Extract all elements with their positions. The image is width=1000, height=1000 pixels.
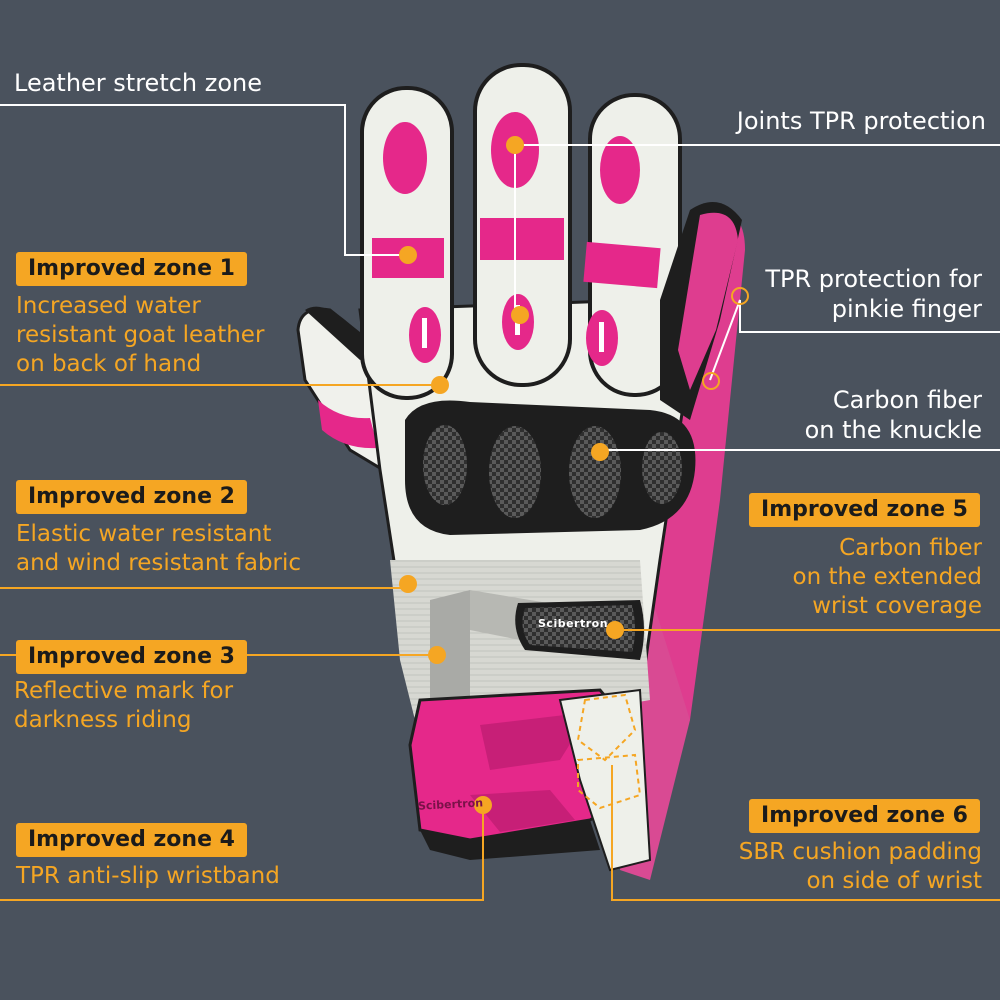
zone-4-description: TPR anti-slip wristband bbox=[16, 862, 280, 891]
zone-3-line-2: darkness riding bbox=[14, 707, 192, 733]
zone-2-line-2: and wind resistant fabric bbox=[16, 550, 302, 576]
zone-1-badge: Improved zone 1 bbox=[16, 252, 247, 286]
zone-1-description: Increased water resistant goat leather o… bbox=[16, 292, 264, 379]
zone-2-description: Elastic water resistant and wind resista… bbox=[16, 520, 301, 578]
brand-mark: Scibertron bbox=[538, 617, 609, 630]
zone-6-description: SBR cushion padding on side of wrist bbox=[739, 838, 982, 896]
carbon-knuckle-line-1: Carbon fiber bbox=[832, 386, 982, 414]
zone-5-line-1: Carbon fiber bbox=[839, 535, 982, 561]
knuckle-guard bbox=[405, 400, 696, 535]
zone-5-badge: Improved zone 5 bbox=[749, 493, 980, 527]
zone-2-line-1: Elastic water resistant bbox=[16, 521, 272, 547]
wrist-carbon-plate bbox=[515, 600, 644, 660]
zone-3-description: Reflective mark for darkness riding bbox=[14, 677, 233, 735]
leather-stretch-label: Leather stretch zone bbox=[14, 69, 263, 97]
zone-6-badge: Improved zone 6 bbox=[749, 799, 980, 833]
leader-lines bbox=[0, 104, 1000, 451]
zone-4-line-1: TPR anti-slip wristband bbox=[16, 863, 280, 889]
zone-5-line-2: on the extended bbox=[792, 564, 982, 590]
zone-1-line-3: on back of hand bbox=[16, 351, 202, 377]
index-finger bbox=[360, 86, 454, 400]
zone-3-badge: Improved zone 3 bbox=[16, 640, 247, 674]
marker-dots bbox=[399, 136, 624, 814]
zone-6-line-2: on side of wrist bbox=[806, 868, 982, 894]
carbon-knuckle-line-2: on the knuckle bbox=[804, 416, 982, 444]
pinkie-tpr-line-2: pinkie finger bbox=[831, 295, 982, 323]
carbon-knuckle-label: Carbon fiber on the knuckle bbox=[805, 385, 982, 445]
pinkie-tpr-label: TPR protection for pinkie finger bbox=[765, 264, 982, 324]
zone-5-description: Carbon fiber on the extended wrist cover… bbox=[793, 534, 982, 621]
zone-1-line-2: resistant goat leather bbox=[16, 322, 265, 348]
joints-tpr-label: Joints TPR protection bbox=[736, 107, 986, 135]
reflective-mark bbox=[430, 590, 470, 705]
marker-rings bbox=[702, 287, 749, 390]
pinkie-finger bbox=[660, 202, 742, 420]
wristband bbox=[408, 688, 652, 872]
zone-6-line-1: SBR cushion padding bbox=[738, 839, 982, 865]
zone-3-line-1: Reflective mark for bbox=[14, 678, 234, 704]
zone-1-line-1: Increased water bbox=[16, 293, 201, 319]
sbr-pad-outline-lower bbox=[577, 753, 642, 810]
middle-finger bbox=[473, 63, 572, 387]
zone-4-badge: Improved zone 4 bbox=[16, 823, 247, 857]
pinkie-side-panel bbox=[640, 211, 745, 781]
zone-5-line-3: wrist coverage bbox=[812, 593, 982, 619]
pinkie-tpr-line-1: TPR protection for bbox=[765, 265, 982, 293]
zone-2-badge: Improved zone 2 bbox=[16, 480, 247, 514]
